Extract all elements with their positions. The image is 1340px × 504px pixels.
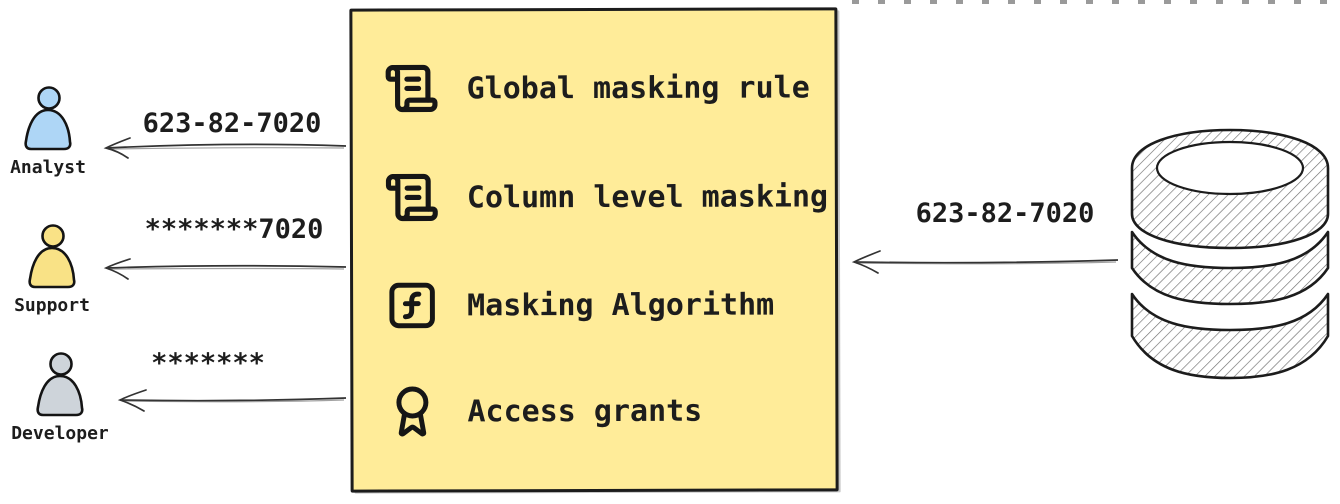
database-output-value: 623-82-7020 (915, 198, 1095, 229)
masked-value-support: *******7020 (144, 214, 324, 245)
person-icon (36, 352, 84, 417)
top-edge-dashes-decoration (852, 0, 1340, 4)
person-icon (28, 224, 76, 289)
masked-value-analyst: 623-82-7020 (142, 108, 322, 139)
scroll-text-icon (383, 169, 441, 225)
function-square-icon (383, 278, 441, 332)
person-support: Support (0, 224, 104, 316)
person-label: Analyst (10, 157, 86, 178)
scroll-text-icon (383, 60, 441, 116)
panel-item-label: Access grants (467, 393, 703, 429)
panel-item-label: Masking Algorithm (467, 287, 775, 323)
panel-item-label: Global masking rule (466, 69, 810, 106)
award-icon (383, 379, 441, 443)
arrow-to-analyst-icon (103, 137, 347, 159)
arrow-to-developer-icon (117, 389, 347, 412)
panel-item-column-level-masking: Column level masking (383, 164, 828, 229)
panel-item-global-masking-rule: Global masking rule (382, 55, 810, 120)
arrow-from-database-icon (851, 250, 1119, 274)
person-label: Developer (11, 423, 109, 444)
arrow-to-support-icon (103, 258, 347, 280)
masking-rules-panel: Global masking rule Column level masking… (349, 7, 839, 493)
person-label: Support (14, 295, 90, 316)
person-developer: Developer (8, 352, 112, 444)
panel-item-access-grants: Access grants (383, 379, 702, 444)
panel-item-masking-algorithm: Masking Algorithm (383, 273, 774, 338)
panel-item-label: Column level masking (466, 178, 829, 215)
masked-value-developer: ******* (151, 348, 265, 379)
database-icon (1130, 128, 1330, 380)
person-icon (24, 86, 72, 151)
person-analyst: Analyst (0, 86, 100, 178)
